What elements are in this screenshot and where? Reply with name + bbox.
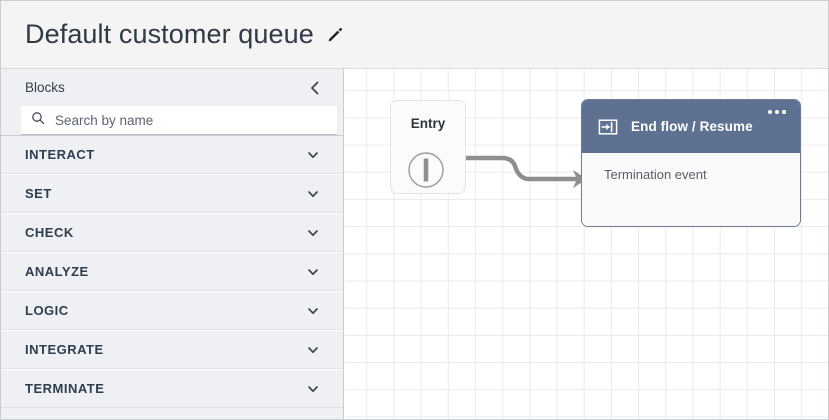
chevron-down-icon[interactable] <box>305 264 321 280</box>
search-icon <box>31 111 45 130</box>
chevron-left-icon[interactable] <box>305 78 325 98</box>
chevron-down-icon[interactable] <box>305 186 321 202</box>
chevron-down-icon[interactable] <box>305 381 321 397</box>
end-flow-block-body: Termination event <box>582 153 800 226</box>
category-label: INTERACT <box>25 147 95 162</box>
end-flow-block-title: End flow / Resume <box>631 119 753 134</box>
chevron-down-icon[interactable] <box>305 303 321 319</box>
blocks-sidebar: Blocks INTERACT <box>1 69 344 419</box>
end-flow-block[interactable]: End flow / Resume Termination event <box>581 99 801 227</box>
sidebar-category-set[interactable]: SET <box>1 174 343 213</box>
category-label: SET <box>25 186 52 201</box>
sidebar-category-analyze[interactable]: ANALYZE <box>1 252 343 291</box>
category-label: TERMINATE <box>25 381 105 396</box>
entry-block[interactable]: Entry <box>390 100 466 194</box>
sidebar-category-check[interactable]: CHECK <box>1 213 343 252</box>
workspace: Blocks INTERACT <box>1 69 828 419</box>
sidebar-category-terminate[interactable]: TERMINATE <box>1 369 343 408</box>
pencil-icon[interactable] <box>326 25 345 44</box>
entry-block-label: Entry <box>410 116 446 131</box>
sidebar-title: Blocks <box>25 80 65 95</box>
category-label: INTEGRATE <box>25 342 104 357</box>
search-box[interactable] <box>21 106 337 135</box>
sidebar-category-interact[interactable]: INTERACT <box>1 135 343 174</box>
sidebar-header: Blocks <box>1 69 343 106</box>
end-flow-body-text: Termination event <box>604 167 707 182</box>
sidebar-category-integrate[interactable]: INTEGRATE <box>1 330 343 369</box>
chevron-down-icon[interactable] <box>305 147 321 163</box>
block-category-list: INTERACT SET CHECK <box>1 135 343 408</box>
chevron-down-icon[interactable] <box>305 342 321 358</box>
category-label: ANALYZE <box>25 264 89 279</box>
sidebar-category-logic[interactable]: LOGIC <box>1 291 343 330</box>
end-flow-icon <box>598 117 618 137</box>
end-flow-block-header: End flow / Resume <box>582 100 800 153</box>
chevron-down-icon[interactable] <box>305 225 321 241</box>
search-input[interactable] <box>55 112 305 128</box>
category-label: LOGIC <box>25 303 69 318</box>
kebab-menu-icon[interactable] <box>764 106 790 118</box>
page-header: Default customer queue <box>1 1 828 69</box>
flow-canvas[interactable]: Entry <box>345 69 828 419</box>
page-title: Default customer queue <box>25 19 314 49</box>
connector-port-icon[interactable] <box>406 150 446 190</box>
category-label: CHECK <box>25 225 74 240</box>
